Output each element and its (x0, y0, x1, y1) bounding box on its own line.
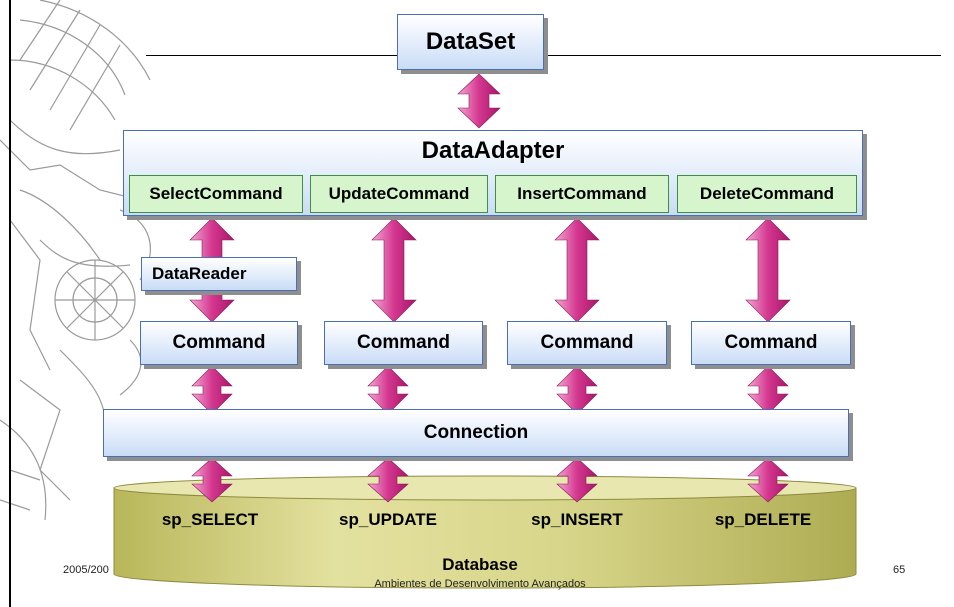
footer-date: 2005/200 (63, 564, 109, 576)
database-cylinder (113, 475, 857, 589)
insert-command-box: InsertCommand (495, 175, 669, 213)
command-box-2: Command (324, 321, 483, 365)
dataset-box: DataSet (397, 14, 544, 70)
arrow-connection-db-3 (556, 457, 598, 503)
sp-update-label: sp_UPDATE (339, 510, 437, 529)
data-adapter-title: DataAdapter (421, 137, 565, 164)
footer-course: Ambientes de Desenvolvimento Avançados (374, 578, 586, 590)
arrow-connection-db-1 (191, 457, 233, 503)
connection-box: Connection (103, 409, 849, 457)
arrow-connection-db-2 (367, 457, 409, 503)
delete-command-box: DeleteCommand (677, 175, 857, 213)
decorative-sketch-background (0, 0, 151, 521)
arrow-connection-db-4 (747, 457, 789, 503)
select-command-box: SelectCommand (129, 175, 303, 213)
command-box-1: Command (140, 321, 298, 365)
sp-delete-label: sp_DELETE (714, 510, 812, 529)
arrow-dataset-adapter (457, 73, 501, 129)
update-command-box: UpdateCommand (310, 175, 488, 213)
sp-insert-label: sp_INSERT (531, 510, 623, 529)
left-border-line (9, 0, 11, 607)
command-box-3: Command (507, 321, 667, 365)
data-reader-box: DataReader (141, 257, 297, 291)
database-label: Database (442, 555, 518, 574)
command-box-4: Command (691, 321, 851, 365)
sp-select-label: sp_SELECT (161, 510, 259, 529)
footer-page-number: 65 (893, 564, 906, 576)
